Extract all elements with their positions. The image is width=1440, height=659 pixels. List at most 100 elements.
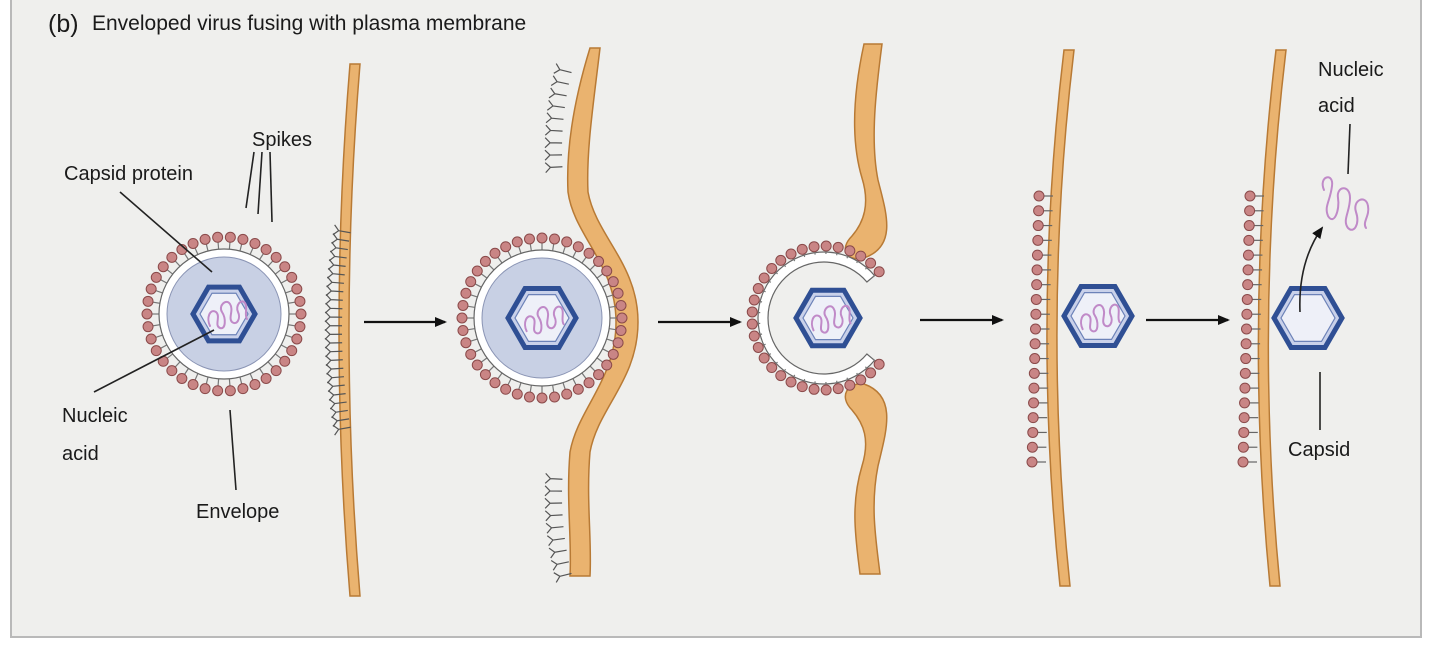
spike-knob: [1032, 220, 1044, 232]
spike-knob: [1241, 308, 1253, 320]
empty-capsid-5: [1271, 286, 1345, 350]
membrane-receptors-1: [324, 224, 351, 436]
spike-knob: [748, 294, 760, 306]
spike-knob: [752, 283, 764, 295]
spikes-leader-b: [257, 151, 263, 215]
spike-knob: [1238, 426, 1250, 438]
spike-knob: [279, 261, 291, 273]
spike-knob: [1242, 249, 1254, 261]
spike-knob: [294, 295, 306, 307]
released-nucleic-acid: [1321, 176, 1370, 231]
nucleic-acid-coil: [810, 304, 852, 334]
spike-knob: [1031, 279, 1043, 291]
spike-knob: [187, 379, 199, 391]
spike-knob: [465, 276, 477, 288]
spike-knob: [457, 299, 469, 311]
spike-knob: [808, 241, 820, 253]
nucleic-acid-label-line2: acid: [62, 443, 99, 465]
spike-knob: [1244, 205, 1256, 217]
spike-knob: [583, 377, 595, 389]
plasma-membrane-3-upper: [844, 43, 888, 260]
spike-knob: [1238, 412, 1250, 424]
spike-knob: [844, 379, 856, 391]
spike-knob: [1241, 323, 1252, 335]
spike-knob: [873, 266, 885, 278]
plasma-membrane-5: [1257, 49, 1287, 587]
spike-knob: [615, 299, 627, 311]
spike-knob: [291, 333, 303, 345]
spike-knob: [536, 392, 548, 404]
spike-knob: [855, 374, 867, 386]
nucleic-acid-leader: [93, 329, 215, 393]
receptor: [545, 522, 564, 534]
spike-knob: [142, 321, 154, 333]
spike-knob: [775, 370, 787, 382]
spike-knob: [572, 241, 584, 253]
spike-knob: [766, 362, 778, 374]
membrane-receptors-2a: [544, 63, 572, 174]
spike-knob: [1028, 382, 1040, 394]
spike-knob: [1243, 234, 1255, 246]
spike-knob: [1029, 353, 1041, 365]
spike-knob: [865, 367, 877, 379]
spike-knob: [500, 383, 512, 395]
spike-knob: [249, 237, 261, 249]
spike-knob: [224, 385, 236, 397]
receptor: [544, 510, 563, 522]
spike-knob: [142, 295, 154, 307]
spike-knob: [752, 341, 764, 353]
spike-knob: [1241, 293, 1253, 305]
spike-knob: [615, 325, 627, 337]
spike-knob: [523, 391, 535, 403]
spike-knob: [1033, 190, 1045, 202]
spike-knob: [460, 337, 472, 349]
spike-knob: [166, 251, 178, 263]
spike-knob: [796, 243, 808, 255]
spike-knob: [1029, 338, 1041, 350]
spike-knob: [865, 257, 877, 269]
spike-knob: [1240, 353, 1252, 365]
spike-knob: [150, 271, 162, 283]
spike-knob: [465, 348, 477, 360]
spike-knob: [479, 255, 491, 267]
capsid-inner: [1070, 292, 1126, 340]
receptor: [546, 535, 565, 547]
receptor: [546, 99, 565, 111]
capsid-hexagon-1: [190, 284, 258, 344]
spike-knob: [199, 383, 211, 395]
receptor: [544, 124, 563, 136]
spike-knob: [785, 248, 797, 260]
spike-knob: [1239, 382, 1251, 394]
nucleic-acid-coil: [1080, 303, 1121, 333]
spike-knob: [260, 372, 272, 384]
stage-1-virus-approaching: [141, 63, 361, 597]
spike-knob: [166, 365, 178, 377]
spike-knob: [832, 383, 844, 395]
spike-knob: [145, 333, 157, 345]
spike-knob: [224, 231, 236, 243]
capsid-label: Capsid: [1288, 439, 1350, 461]
envelope-leader: [229, 409, 237, 491]
spike-knob: [237, 233, 249, 245]
receptor: [548, 547, 567, 559]
spike-knob: [511, 388, 523, 400]
spike-knob: [1240, 338, 1252, 350]
figure-panel: (b) Enveloped virus fusing with plasma m…: [10, 0, 1422, 638]
spikes-label: Spikes: [252, 129, 312, 151]
spike-knob: [873, 358, 885, 370]
spike-knob: [523, 233, 535, 245]
spike-knob: [237, 383, 249, 395]
spike-knob: [1239, 367, 1251, 379]
capsid-inner: [802, 295, 854, 341]
receptor: [332, 224, 351, 236]
released-nucleic-label-line2: acid: [1318, 95, 1355, 117]
capsid-inner: [1280, 294, 1336, 342]
spike-knob: [593, 255, 605, 267]
stage-2-membrane-contact: [456, 47, 639, 583]
receptor: [544, 137, 563, 149]
receptor: [544, 485, 563, 497]
plasma-membrane-3-lower: [844, 383, 888, 575]
spike-knob: [1031, 264, 1043, 276]
spike-knob: [612, 337, 624, 349]
receptor: [550, 75, 569, 87]
